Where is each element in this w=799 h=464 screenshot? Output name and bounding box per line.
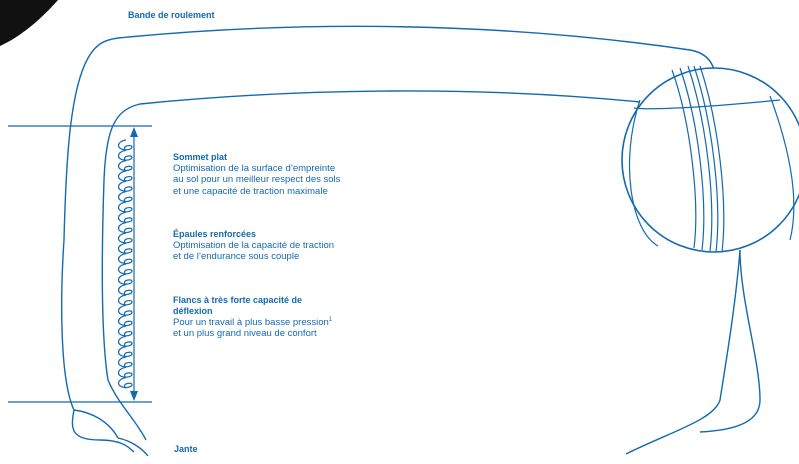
feature-title: Flancs à très forte capacité de <box>173 295 303 305</box>
tire-right-outline <box>699 249 761 433</box>
feature-desc-line: et de l’endurance sous couple <box>173 251 300 263</box>
feature-desc-line: Pour un travail à plus basse pression1 <box>173 316 333 328</box>
feature-desc-line: au sol pour un meilleur respect des sols <box>173 174 341 186</box>
zoom-circle-icon <box>621 67 799 253</box>
feature-desc-line: Optimisation de la surface d’empreinte <box>173 163 336 174</box>
feature-reinforced-shoulders: Épaules renforcées Optimisation de la ca… <box>173 229 403 263</box>
spring-coil-icon <box>117 139 133 389</box>
corner-mark <box>0 0 58 46</box>
footnote-mark: 1 <box>328 316 333 323</box>
tire-outer-outline <box>61 25 716 439</box>
rim-label: Jante <box>174 444 198 454</box>
spring-coil-path <box>117 139 133 389</box>
double-arrow-icon <box>130 127 138 401</box>
tire-outer-left-bead <box>71 409 135 453</box>
tire-inner-outline <box>101 90 641 441</box>
zoom-detail-lines <box>628 65 795 253</box>
feature-desc-line: et un plus grand niveau de confort <box>173 328 317 340</box>
feature-desc-line: Optimisation de la capacité de traction <box>173 240 335 251</box>
feature-flat-crown: Sommet plat Optimisation de la surface d… <box>173 152 403 197</box>
rim-flange-left <box>117 437 149 457</box>
feature-flexible-sidewalls: Flancs à très forte capacité de déflexio… <box>173 295 403 340</box>
feature-desc-line: et une capacité de traction maximale <box>173 185 328 197</box>
tire-inner-right <box>625 249 741 455</box>
feature-title: Épaules renforcées <box>173 229 257 239</box>
feature-title: Sommet plat <box>173 152 228 162</box>
feature-title: déflexion <box>173 306 213 316</box>
tread-label: Bande de roulement <box>128 10 215 20</box>
